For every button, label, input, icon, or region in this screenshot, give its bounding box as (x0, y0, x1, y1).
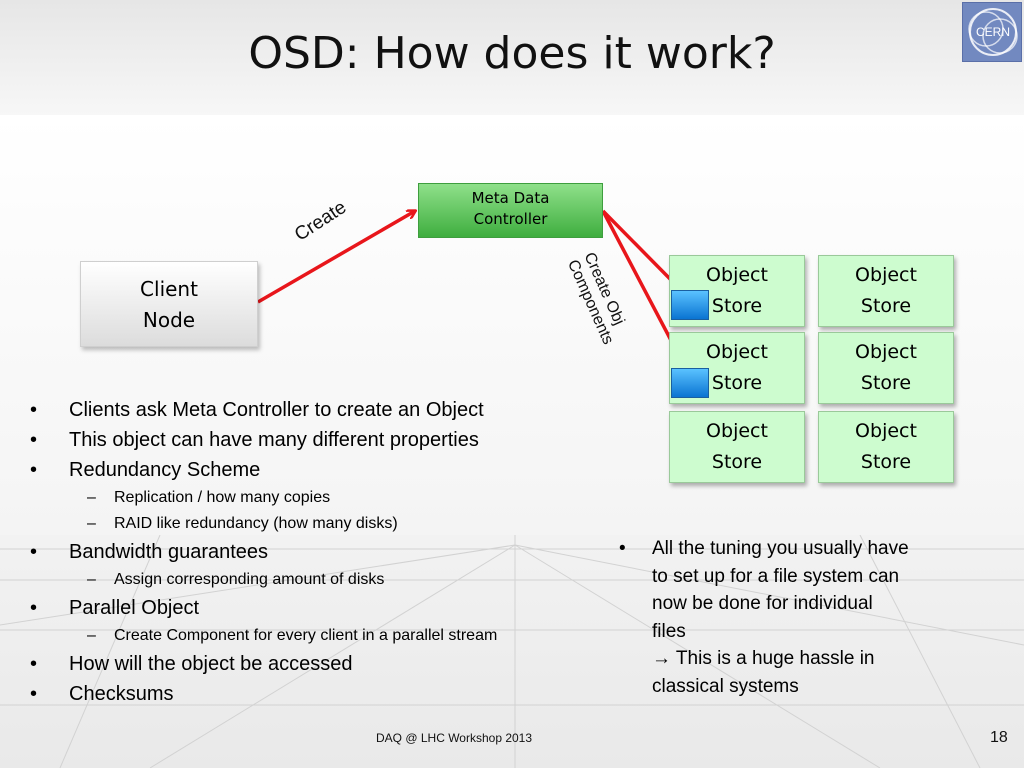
bullet-item: Checksums (30, 679, 630, 709)
bullet-item: Bandwidth guarantees (30, 537, 630, 567)
bullet-item: Parallel Object (30, 593, 630, 623)
note-line: now be done for individual (652, 593, 873, 614)
note-line: All the tuning you usually have (619, 535, 999, 563)
title-band (0, 0, 1024, 115)
bullet-item: Redundancy Scheme (30, 455, 630, 485)
bullet-list: Clients ask Meta Controller to create an… (30, 395, 630, 709)
bullet-item: How will the object be accessed (30, 649, 630, 679)
cern-logo-mark: CERN (968, 8, 1018, 56)
note-line: to set up for a file system can (652, 565, 900, 587)
note-line: files (652, 620, 686, 642)
sub-bullet-item: Assign corresponding amount of disks (30, 567, 630, 593)
cern-logo-text: CERN (976, 25, 1010, 39)
sub-bullet-item: RAID like redundancy (how many disks) (30, 511, 630, 537)
sub-bullet-item: Create Component for every client in a p… (30, 623, 630, 649)
note-line: → This is a huge hassle in (652, 648, 875, 669)
sub-bullet-item: Replication / how many copies (30, 485, 630, 511)
bullet-item: Clients ask Meta Controller to create an… (30, 395, 630, 425)
create-arrow (257, 211, 415, 304)
slide-title: OSD: How does it work? (248, 28, 776, 79)
cern-logo: CERN (962, 2, 1022, 62)
create-components-arrow-1 (601, 209, 678, 287)
page-number: 18 (990, 729, 1008, 746)
object-component-block (671, 290, 709, 320)
object-component-block (671, 368, 709, 398)
bullet-item: This object can have many different prop… (30, 425, 630, 455)
client-node: Client Node (80, 261, 258, 347)
note-line: classical systems (652, 675, 799, 697)
footer-text: DAQ @ LHC Workshop 2013 (376, 731, 533, 745)
right-note: All the tuning you usually have to set u… (619, 535, 999, 700)
meta-data-controller: Meta Data Controller (418, 183, 603, 238)
